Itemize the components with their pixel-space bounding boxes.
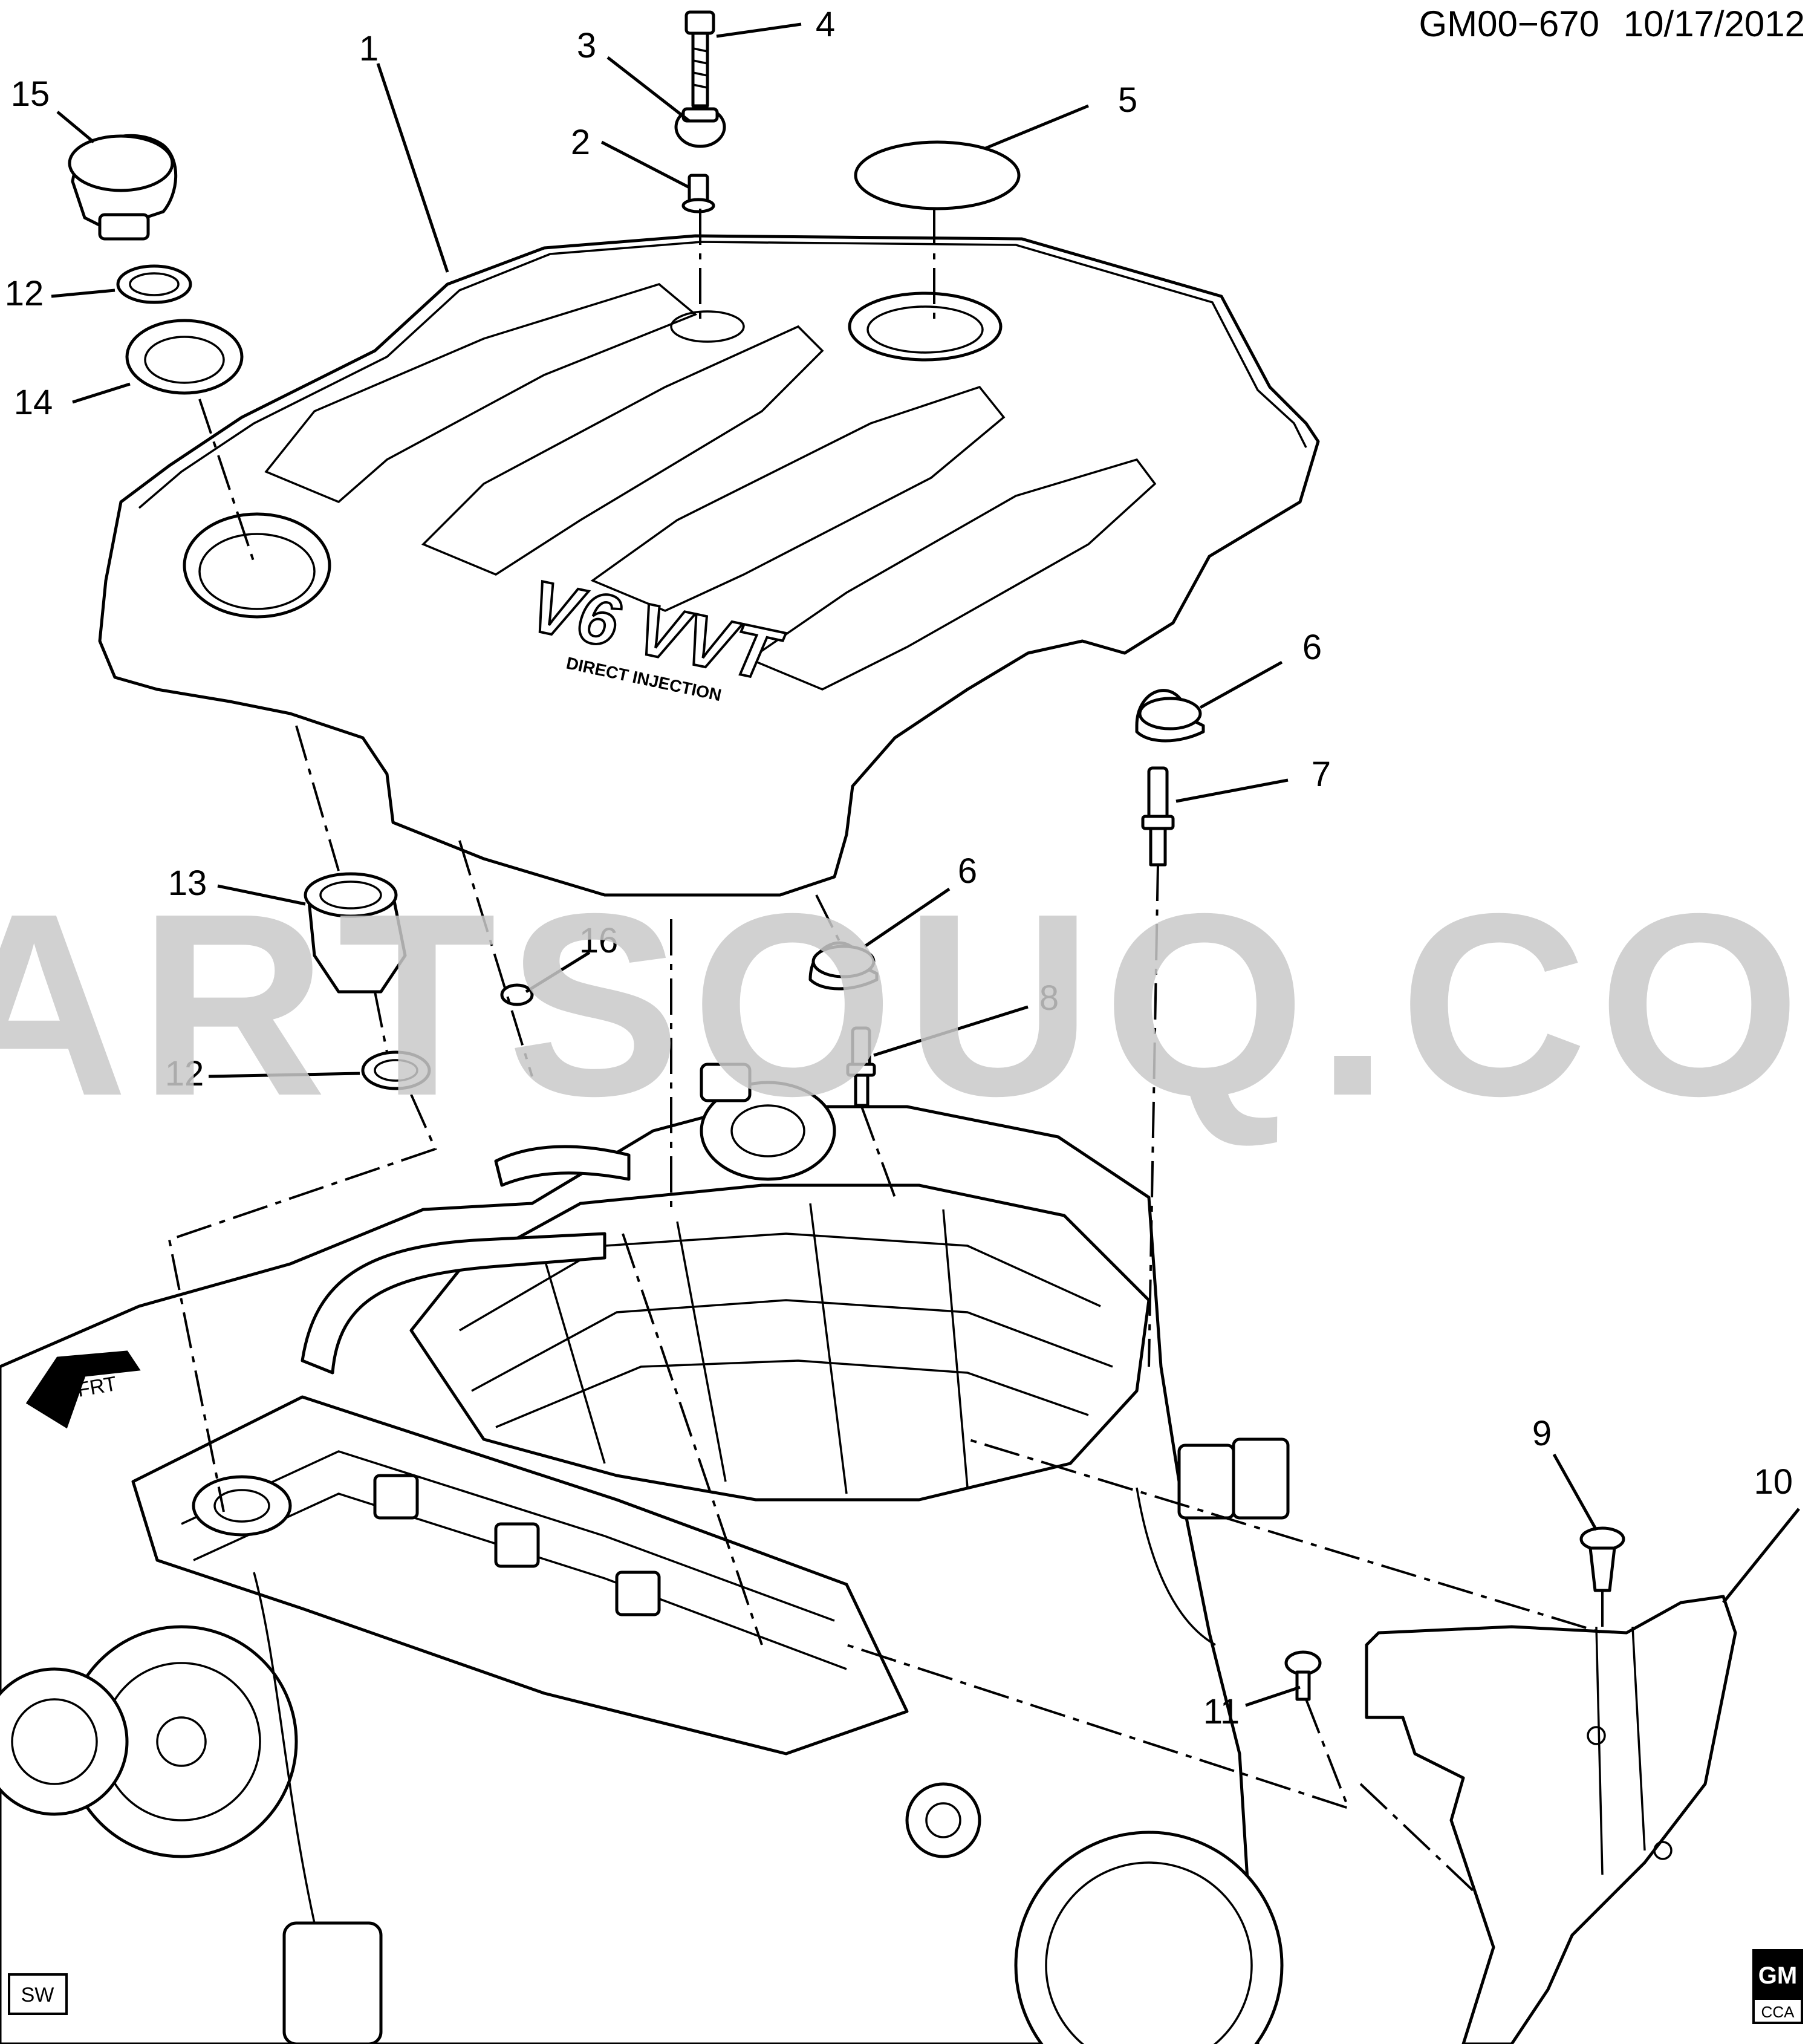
- gm-logo-sub: CCA: [1761, 2003, 1795, 2021]
- part-2-spacer: [681, 174, 715, 213]
- part-3-insulator: [674, 106, 726, 148]
- callout-16: 16: [579, 921, 619, 960]
- part-7-stud: [1141, 766, 1175, 867]
- part-10-heat-shield: [1365, 1595, 1737, 2044]
- engine-assembly: [0, 1063, 1290, 2044]
- callout-12-upper: 12: [5, 274, 44, 313]
- gm-logo-text: GM: [1758, 1962, 1797, 1989]
- engine-cover: V6 VVT DIRECT INJECTION: [98, 234, 1320, 897]
- part-6-grommet-lower: [808, 941, 879, 991]
- callout-7: 7: [1312, 755, 1331, 794]
- callout-11: 11: [1203, 1692, 1240, 1731]
- part-12-seal-upper: [116, 264, 192, 304]
- part-11-bolt: [1284, 1650, 1322, 1701]
- diagram-date: 10/17/2012: [1624, 4, 1805, 44]
- gm-logo: GM CCA: [1752, 1949, 1803, 2024]
- diagram-id: GM00−670: [1419, 4, 1599, 44]
- callout-14: 14: [14, 383, 53, 422]
- callout-15: 15: [11, 74, 50, 114]
- callout-12-lower: 12: [165, 1054, 204, 1093]
- callout-3: 3: [577, 26, 596, 65]
- callout-8: 8: [1039, 978, 1059, 1018]
- sw-badge: SW: [8, 1973, 68, 2015]
- part-5-pad: [854, 140, 1021, 210]
- part-9-push-pin: [1579, 1526, 1625, 1592]
- callout-4: 4: [816, 5, 835, 44]
- callout-9: 9: [1532, 1414, 1552, 1453]
- part-15-oil-fill-cap: [68, 134, 178, 241]
- callout-10: 10: [1754, 1462, 1793, 1502]
- part-13-fill-tube: [304, 872, 407, 994]
- callout-5: 5: [1118, 80, 1137, 120]
- watermark: PARTSOUQ.COM: [0, 860, 1814, 1150]
- part-4-bolt: [684, 10, 715, 108]
- part-6-grommet-upper: [1135, 689, 1205, 743]
- callout-6-upper: 6: [1302, 628, 1322, 667]
- callout-6-lower: 6: [958, 851, 977, 891]
- callout-13: 13: [168, 864, 207, 903]
- sw-badge-text: SW: [21, 1984, 54, 2007]
- callout-1: 1: [359, 29, 379, 68]
- part-14-grommet: [125, 319, 244, 395]
- front-direction-arrow: FRT: [25, 1350, 141, 1429]
- callout-2: 2: [571, 123, 590, 162]
- part-12-seal-lower: [361, 1050, 431, 1090]
- part-8-stud: [846, 1026, 876, 1107]
